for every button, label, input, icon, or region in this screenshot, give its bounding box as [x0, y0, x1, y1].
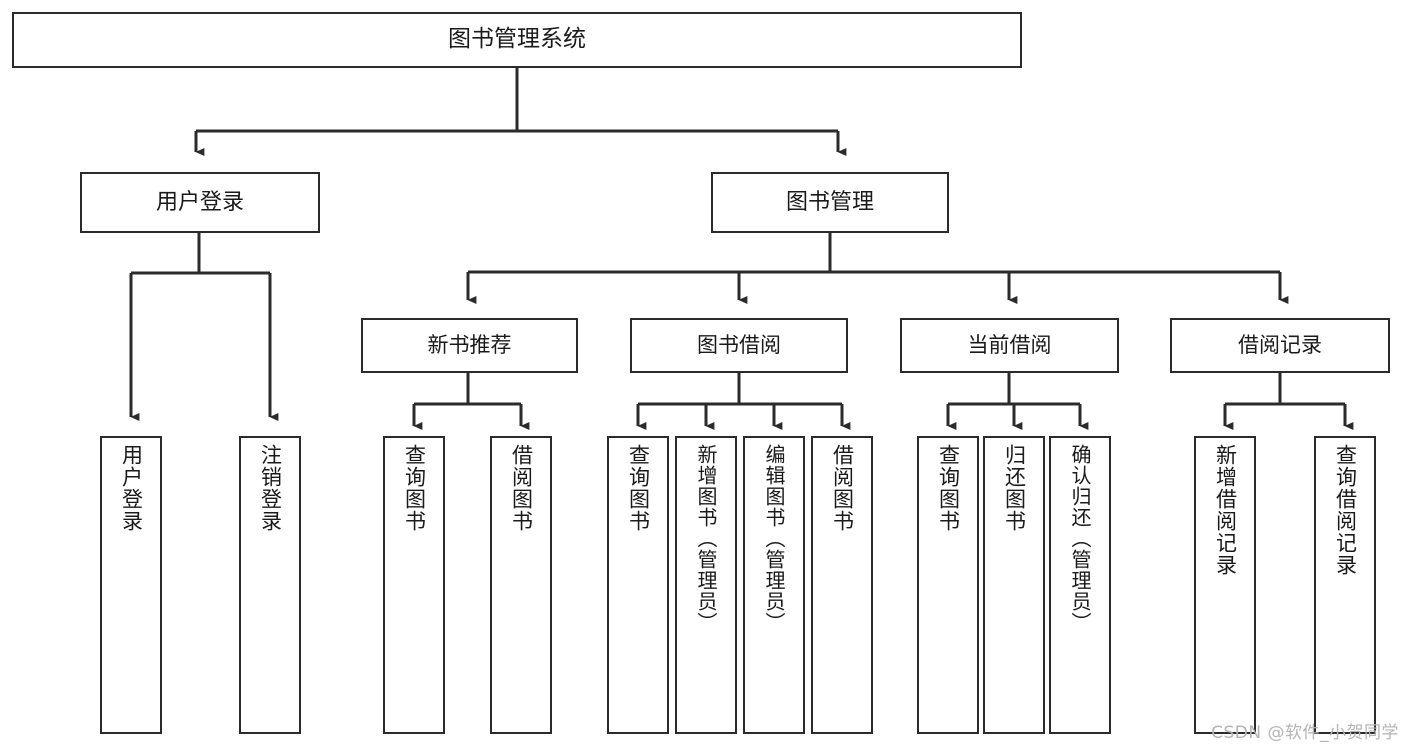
leaf-records-add-record[interactable]: 新增借阅记录	[1194, 436, 1256, 734]
node-label: 用户登录	[119, 444, 144, 532]
node-label: 查询图书	[402, 444, 427, 532]
node-label: 借阅记录	[1238, 333, 1322, 358]
leaf-borrow-edit-book-admin[interactable]: 编辑图书（管理员）	[743, 436, 805, 734]
node-book-borrow[interactable]: 图书借阅	[630, 318, 848, 373]
leaf-borrow-add-book-admin[interactable]: 新增图书（管理员）	[675, 436, 737, 734]
node-label: 新书推荐	[427, 333, 512, 358]
leaf-borrow-borrow-book[interactable]: 借阅图书	[811, 436, 873, 734]
node-label: 用户登录	[155, 189, 244, 215]
node-label: 查询图书	[936, 444, 961, 532]
leaf-current-return-book[interactable]: 归还图书	[983, 436, 1045, 734]
node-label: 编辑图书（管理员）	[762, 444, 786, 633]
node-label: 图书借阅	[697, 333, 781, 358]
node-book-management[interactable]: 图书管理	[711, 172, 949, 233]
leaf-user-login-login[interactable]: 用户登录	[100, 436, 162, 734]
node-root-system[interactable]: 图书管理系统	[12, 12, 1022, 68]
node-borrow-records[interactable]: 借阅记录	[1170, 318, 1390, 373]
node-label: 新增借阅记录	[1213, 444, 1238, 576]
node-label: 归还图书	[1002, 444, 1027, 532]
node-label: 借阅图书	[509, 444, 534, 532]
leaf-current-confirm-return-admin[interactable]: 确认归还（管理员）	[1049, 436, 1111, 734]
node-label: 查询借阅记录	[1333, 444, 1358, 576]
leaf-new-book-borrow[interactable]: 借阅图书	[490, 436, 552, 734]
node-label: 新增图书（管理员）	[694, 444, 718, 633]
leaf-new-book-query[interactable]: 查询图书	[383, 436, 445, 734]
node-label: 图书管理系统	[448, 26, 586, 53]
node-label: 借阅图书	[830, 444, 855, 532]
node-label: 当前借阅	[967, 333, 1052, 358]
node-label: 查询图书	[626, 444, 651, 532]
node-label: 图书管理	[785, 189, 874, 215]
node-current-borrow[interactable]: 当前借阅	[900, 318, 1119, 373]
node-label: 确认归还（管理员）	[1068, 444, 1092, 633]
node-user-login[interactable]: 用户登录	[80, 172, 320, 233]
watermark-text: CSDN @软件_小贺同学	[1211, 723, 1399, 743]
node-label: 注销登录	[258, 444, 283, 532]
leaf-current-query-book[interactable]: 查询图书	[917, 436, 979, 734]
leaf-records-query-record[interactable]: 查询借阅记录	[1314, 436, 1376, 734]
node-new-book-recommend[interactable]: 新书推荐	[361, 318, 578, 373]
leaf-borrow-query-book[interactable]: 查询图书	[607, 436, 669, 734]
leaf-user-login-logout[interactable]: 注销登录	[239, 436, 301, 734]
